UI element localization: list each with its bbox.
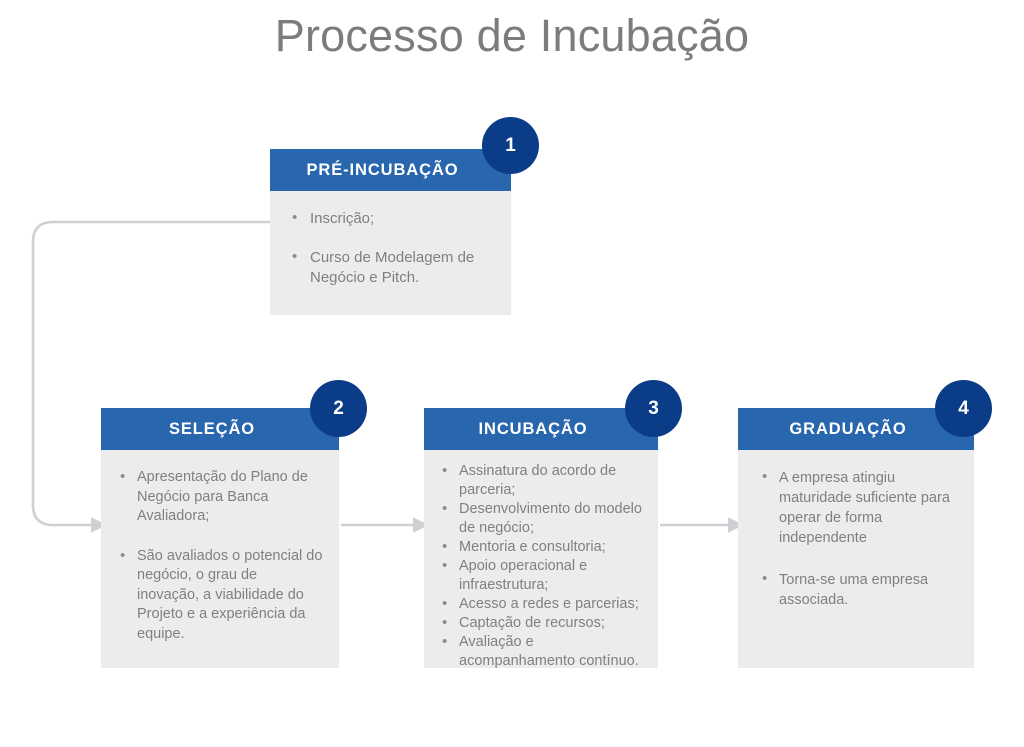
step-badge-2: 2 <box>310 380 367 437</box>
step-card-selecao[interactable]: SELEÇÃO Apresentação do Plano de Negócio… <box>101 408 339 668</box>
list-item: A empresa atingiu maturidade suficiente … <box>760 467 958 548</box>
step-bullet-list-4: A empresa atingiu maturidade suficiente … <box>760 467 958 610</box>
step-badge-3: 3 <box>625 380 682 437</box>
step-card-header-2: SELEÇÃO <box>101 408 339 450</box>
step-card-header-3: INCUBAÇÃO <box>424 408 658 450</box>
step-card-body-1: Inscrição; Curso de Modelagem de Negócio… <box>270 191 511 288</box>
list-item: Torna-se uma empresa associada. <box>760 569 958 610</box>
step-card-incubacao[interactable]: INCUBAÇÃO Assinatura do acordo de parcer… <box>424 408 658 671</box>
step-bullet-list-2: Apresentação do Plano de Negócio para Ba… <box>118 467 323 645</box>
list-item: Assinatura do acordo de parceria; <box>440 461 646 500</box>
step-badge-label-1: 1 <box>505 135 516 156</box>
list-item: Acesso a redes e parcerias; <box>440 594 646 614</box>
step-badge-label-2: 2 <box>333 398 344 419</box>
step-card-body-3: Assinatura do acordo de parceria; Desenv… <box>424 450 658 671</box>
step-bullet-list-3: Assinatura do acordo de parceria; Desenv… <box>440 461 646 671</box>
step-card-header-4: GRADUAÇÃO <box>738 408 974 450</box>
step-card-header-1: PRÉ-INCUBAÇÃO <box>270 149 511 191</box>
list-item: São avaliados o potencial do negócio, o … <box>118 546 323 645</box>
step-bullet-list-1: Inscrição; Curso de Modelagem de Negócio… <box>290 208 491 288</box>
step-card-body-4: A empresa atingiu maturidade suficiente … <box>738 450 974 610</box>
step-card-body-2: Apresentação do Plano de Negócio para Ba… <box>101 450 339 644</box>
list-item: Curso de Modelagem de Negócio e Pitch. <box>290 247 491 288</box>
step-badge-4: 4 <box>935 380 992 437</box>
list-item: Apresentação do Plano de Negócio para Ba… <box>118 467 323 527</box>
step-card-graduacao[interactable]: GRADUAÇÃO A empresa atingiu maturidade s… <box>738 408 974 668</box>
step-card-pre-incubacao[interactable]: PRÉ-INCUBAÇÃO Inscrição; Curso de Modela… <box>270 149 511 315</box>
list-item: Avaliação e acompanhamento contínuo. <box>440 632 646 671</box>
step-badge-label-4: 4 <box>958 398 969 419</box>
list-item: Inscrição; <box>290 208 491 229</box>
list-item: Apoio operacional e infraestrutura; <box>440 556 646 595</box>
list-item: Mentoria e consultoria; <box>440 537 646 557</box>
step-badge-label-3: 3 <box>648 398 659 419</box>
list-item: Desenvolvimento do modelo de negócio; <box>440 499 646 538</box>
list-item: Captação de recursos; <box>440 613 646 633</box>
step-badge-1: 1 <box>482 117 539 174</box>
page-title: Processo de Incubação <box>274 10 750 61</box>
